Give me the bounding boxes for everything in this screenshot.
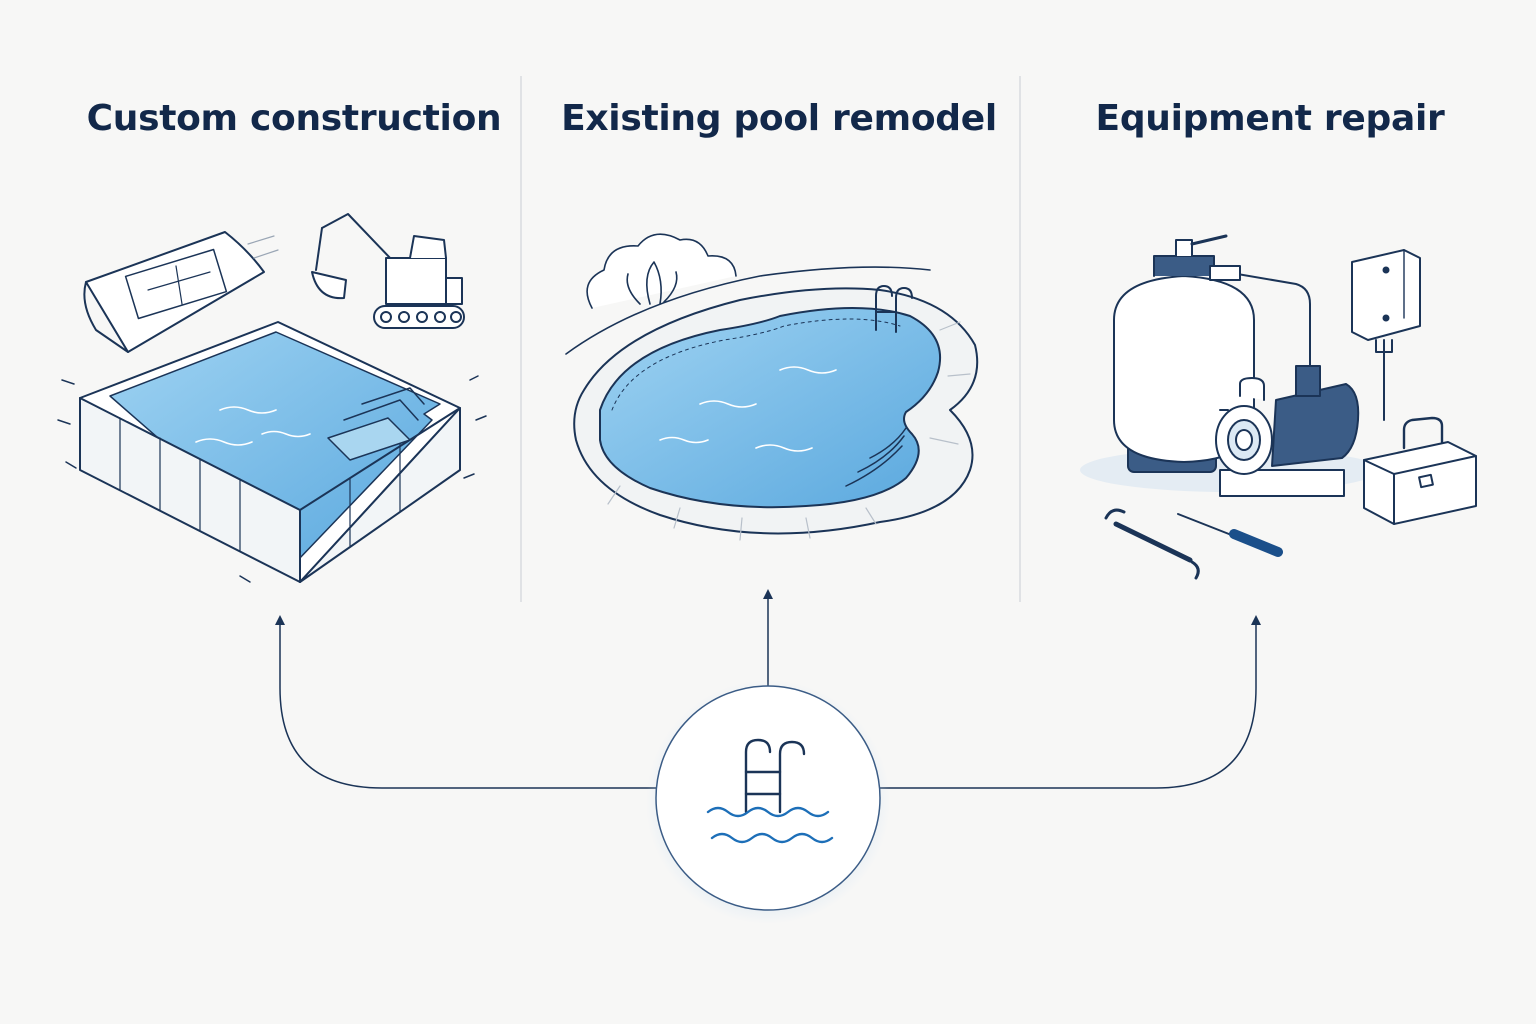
excavator-icon xyxy=(311,213,465,329)
bush-icon xyxy=(586,233,737,309)
hub-node xyxy=(646,680,890,924)
site-marks xyxy=(57,375,487,583)
wrench-icon xyxy=(1104,508,1200,580)
toolbox-icon xyxy=(1363,416,1477,525)
heading-equipment-repair: Equipment repair xyxy=(1095,98,1445,139)
pool-equipment-repair-illustration xyxy=(1080,234,1477,580)
connector-arrows xyxy=(275,589,1261,789)
pool-pump-icon xyxy=(1215,365,1360,497)
pool-ladder-icon xyxy=(875,285,913,333)
pool-ladder-waves-icon xyxy=(706,738,834,844)
rectangular-pool-icon xyxy=(79,321,461,583)
heading-existing-pool-remodel: Existing pool remodel xyxy=(561,98,997,139)
pool-construction-illustration xyxy=(57,213,487,583)
blueprint-icon xyxy=(83,231,279,353)
heading-custom-construction: Custom construction xyxy=(86,98,502,139)
arrow-to-equipment-repair xyxy=(880,615,1261,789)
column-dividers xyxy=(520,76,1021,602)
control-box-icon xyxy=(1351,249,1421,421)
pool-remodel-illustration xyxy=(565,233,979,541)
deck-tiles xyxy=(607,321,971,541)
screwdriver-icon xyxy=(1177,513,1283,557)
kidney-pool-water xyxy=(599,307,942,509)
arrow-to-custom-construction xyxy=(275,615,656,789)
pool-steps xyxy=(845,427,907,487)
